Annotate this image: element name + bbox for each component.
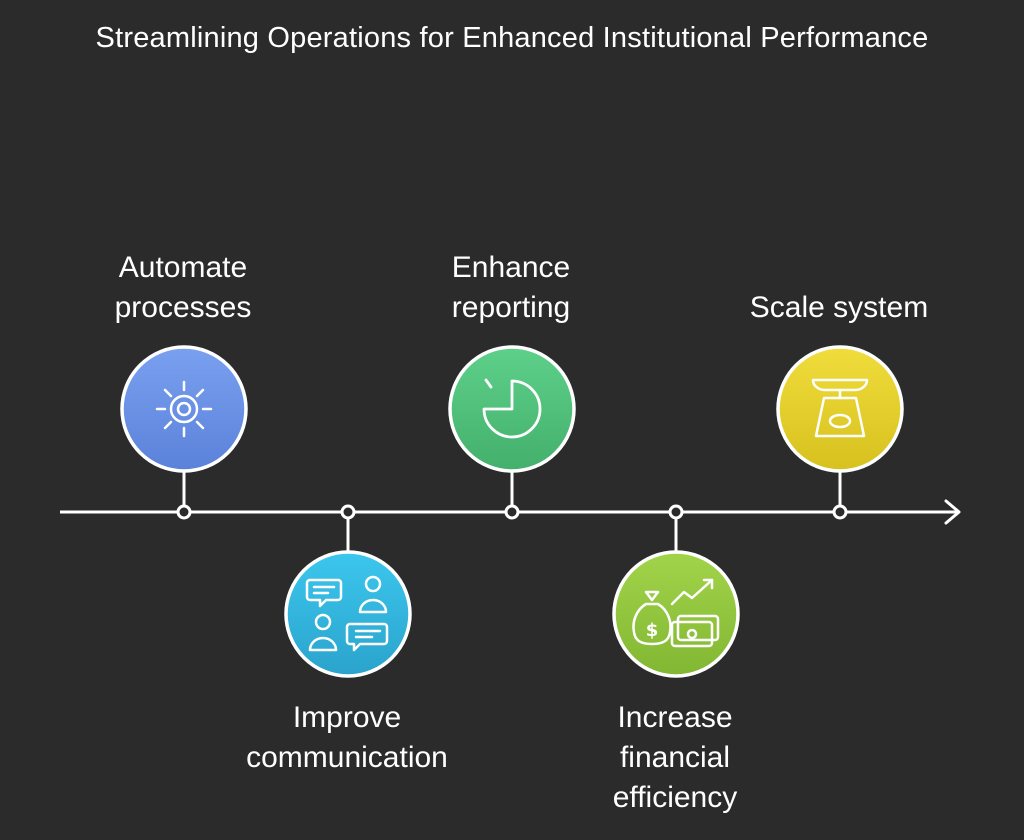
pie-chart-icon xyxy=(482,378,542,439)
step-node-automate-processes xyxy=(120,345,248,473)
timeline-dot xyxy=(668,504,684,520)
timeline-dot xyxy=(176,504,192,520)
step-label-increase-financial-efficiency: Increase financial efficiency xyxy=(545,698,805,818)
step-node-enhance-reporting xyxy=(448,345,576,473)
label-line: communication xyxy=(246,741,448,774)
scale-icon xyxy=(811,378,869,438)
label-line: Automate xyxy=(118,251,248,284)
gear-icon xyxy=(155,380,213,438)
label-line: Enhance xyxy=(451,251,571,284)
step-label-automate-processes: Automate processes xyxy=(53,248,313,328)
chat-users-icon xyxy=(305,575,389,652)
step-label-enhance-reporting: Enhance reporting xyxy=(381,248,641,328)
label-line: efficiency xyxy=(612,781,738,814)
arrow-head-icon xyxy=(944,499,961,525)
step-label-scale-system: Scale system xyxy=(709,288,969,328)
label-line: Scale system xyxy=(749,291,929,324)
svg-text:$: $ xyxy=(646,620,659,641)
label-line: financial xyxy=(619,741,731,774)
step-node-increase-financial-efficiency: $ xyxy=(612,550,740,678)
money-growth-icon: $ xyxy=(632,578,720,648)
label-line: processes xyxy=(114,291,252,324)
step-label-improve-communication: Improve communication xyxy=(217,698,477,778)
label-line: Increase xyxy=(617,701,733,734)
timeline-dot xyxy=(504,504,520,520)
timeline-dot xyxy=(832,504,848,520)
step-node-improve-communication xyxy=(284,550,412,678)
diagram-title: Streamlining Operations for Enhanced Ins… xyxy=(95,22,929,54)
timeline-dot xyxy=(340,504,356,520)
label-line: reporting xyxy=(451,291,571,324)
label-line: Improve xyxy=(292,701,402,734)
step-node-scale-system xyxy=(776,345,904,473)
